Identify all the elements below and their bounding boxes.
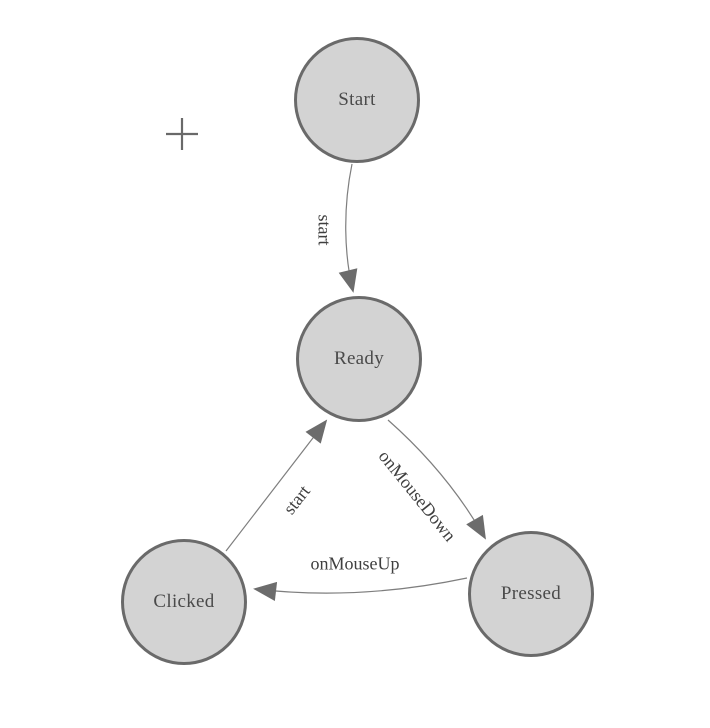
node-start[interactable]: Start: [294, 37, 420, 163]
edge-ready-to-pressed[interactable]: [387, 419, 486, 540]
edge-pressed-to-clicked[interactable]: [253, 577, 468, 601]
node-pressed[interactable]: Pressed: [468, 531, 594, 657]
node-pressed-label: Pressed: [500, 583, 562, 604]
node-start-label: Start: [338, 89, 376, 110]
crosshair-icon: [166, 118, 198, 150]
node-clicked[interactable]: Clicked: [121, 539, 247, 665]
node-clicked-label: Clicked: [153, 591, 215, 612]
node-ready[interactable]: Ready: [296, 296, 422, 422]
edge-start-to-ready[interactable]: [338, 163, 358, 293]
edge-clicked-to-ready[interactable]: [225, 419, 328, 552]
node-ready-label: Ready: [333, 348, 385, 369]
edge-label-pressed-to-clicked: onMouseUp: [310, 553, 400, 574]
edge-label-start-to-ready: start: [314, 214, 335, 246]
